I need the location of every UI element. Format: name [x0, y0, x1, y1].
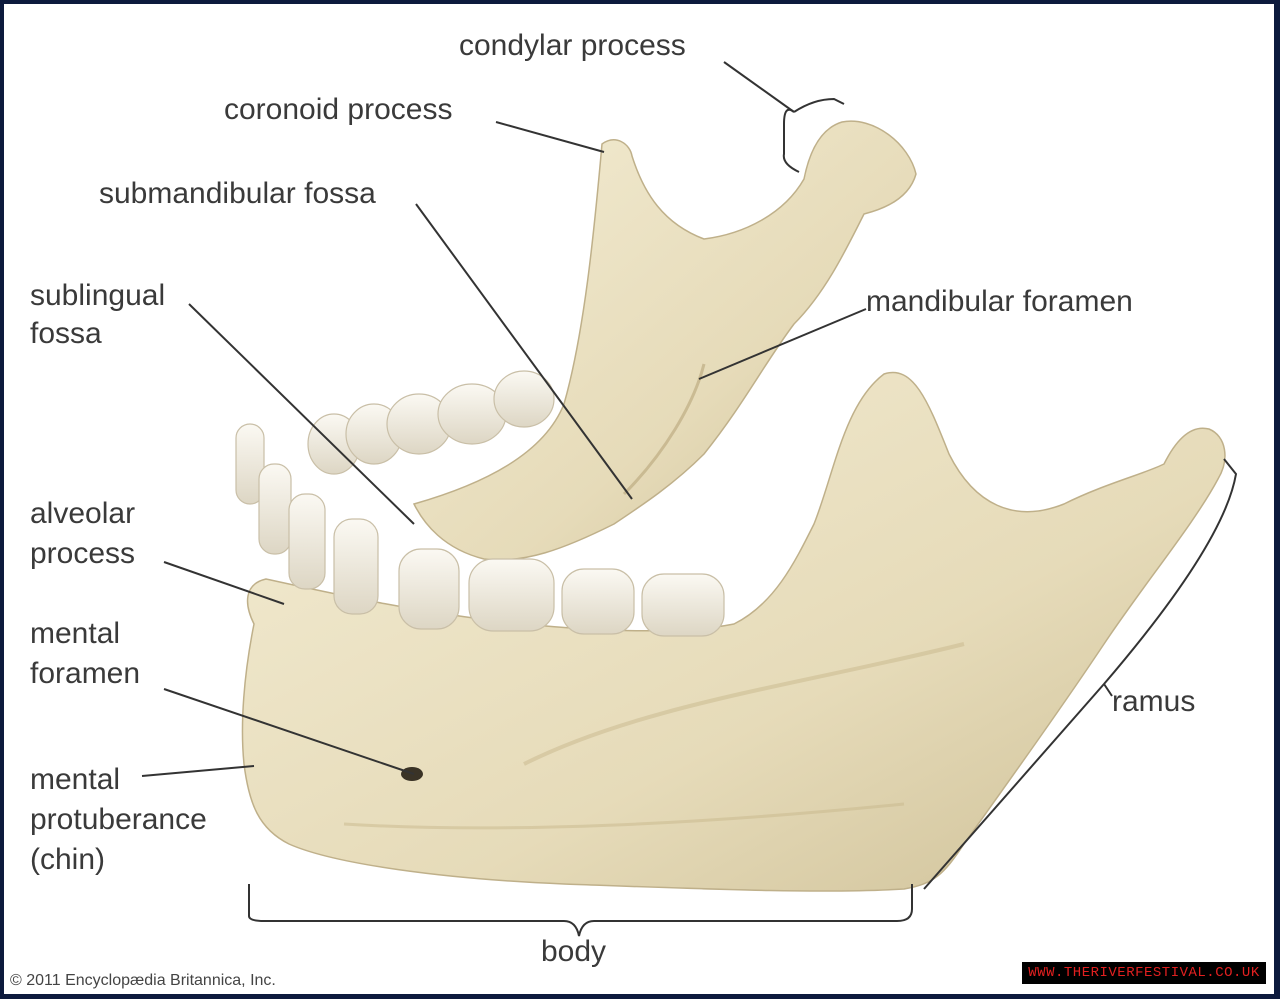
lower-teeth-near — [235, 423, 725, 637]
upper-teeth-far — [307, 370, 555, 475]
label-sublingual-fossa-line1: sublingual — [30, 279, 166, 312]
diagram-frame: condylar process coronoid process subman… — [4, 4, 1274, 994]
far-ramus — [412, 120, 917, 561]
watermark-banner[interactable]: WWW.THERIVERFESTIVAL.CO.UK — [1022, 962, 1266, 984]
label-coronoid-process: coronoid process — [224, 93, 453, 126]
label-sublingual-fossa-line2: fossa — [30, 317, 102, 350]
leader-mandibular-foramen — [698, 308, 867, 380]
leader-mental-foramen — [163, 688, 415, 775]
leader-coronoid — [495, 121, 605, 153]
leader-lines — [141, 61, 1238, 937]
leader-mental-protuberance — [141, 765, 255, 777]
label-alveolar-process-line1: alveolar — [30, 497, 136, 530]
label-condylar-process: condylar process — [459, 29, 686, 62]
label-mental-protuberance-line3: (chin) — [30, 843, 106, 876]
label-ramus: ramus — [1112, 685, 1196, 718]
label-alveolar-process-line2: process — [30, 537, 136, 570]
leader-alveolar — [163, 561, 285, 605]
leader-submandibular — [415, 203, 633, 500]
label-mental-protuberance-line1: mental — [30, 763, 121, 796]
copyright-notice: © 2011 Encyclopædia Britannica, Inc. — [10, 972, 276, 989]
leader-sublingual — [188, 303, 415, 525]
label-body: body — [541, 935, 607, 968]
ramus-bracket — [923, 458, 1238, 890]
label-mental-foramen-line2: foramen — [30, 657, 141, 690]
mandible-illustration — [141, 61, 1238, 937]
label-mental-foramen-line1: mental — [30, 617, 121, 650]
label-mental-protuberance-line2: protuberance — [30, 803, 207, 836]
label-submandibular-fossa: submandibular fossa — [99, 177, 376, 210]
body-bracket — [248, 884, 913, 937]
label-mandibular-foramen: mandibular foramen — [866, 285, 1133, 318]
leader-condylar — [723, 61, 795, 113]
